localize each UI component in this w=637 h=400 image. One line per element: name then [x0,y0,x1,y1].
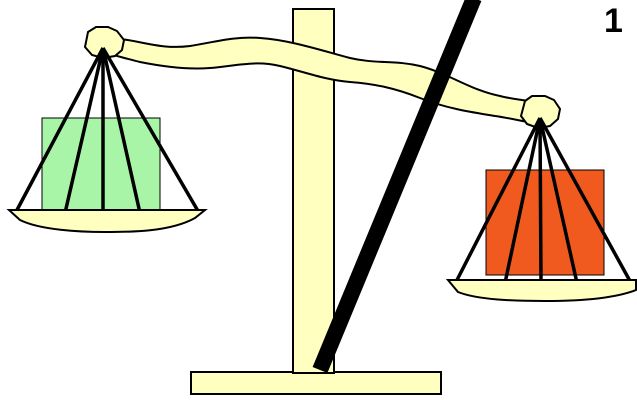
scale-base [191,372,441,394]
corner-label: 1 [604,4,623,38]
left-pan [9,210,205,232]
right-pan [448,280,636,301]
